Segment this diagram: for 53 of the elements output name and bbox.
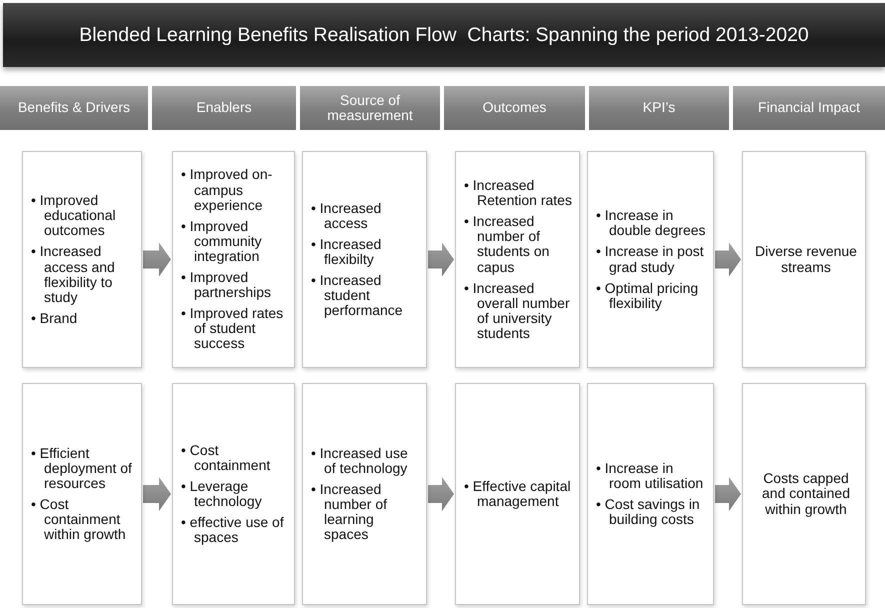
bullet-item: • Improved community integration — [181, 218, 263, 264]
bullet-item: • Leverage technology — [181, 478, 263, 510]
bullet-item: • Effective capital management — [464, 478, 572, 510]
bullet-item: • Cost containment — [181, 442, 272, 473]
flow-arrow — [715, 477, 741, 511]
bullet-item: • effective use of spaces — [181, 515, 285, 546]
content-card — [302, 383, 427, 605]
flow-arrow — [715, 242, 741, 276]
flow-arrow — [143, 477, 171, 511]
bullet-item: • Efficient deployment of resources — [31, 446, 133, 491]
bullet-item: • Increase in room utilisation — [596, 460, 704, 491]
bullet-item: • Brand — [31, 310, 78, 326]
content-card — [302, 151, 427, 368]
bullet-item: • Increased Retention rates — [464, 178, 573, 208]
bullet-item: • Increased number of learning spaces — [311, 482, 388, 542]
bullet-item: • Optimal pricing flexibility — [596, 280, 700, 311]
bullet-item: • Increased number of students on capus — [464, 214, 550, 275]
column-header: Enablers — [152, 86, 296, 130]
bullet-item: • Improved partnerships — [181, 270, 272, 300]
column-header: Outcomes — [444, 86, 585, 130]
title-banner: Blended Learning Benefits Realisation Flow Charts: Spanning the period 2013-2020 — [3, 3, 885, 67]
content-card — [455, 151, 580, 368]
flow-arrow — [428, 242, 454, 276]
content-card — [172, 151, 295, 368]
bullet-item: • Increase in double degrees — [596, 208, 707, 238]
bullet-item: • Increased access and flexibility to study — [31, 244, 116, 305]
content-card — [587, 151, 714, 368]
bullet-item: • Increased flexibilty — [311, 236, 382, 268]
card-text: Costs capped and contained within growth — [761, 471, 851, 517]
bullet-item: • Increase in post grad study — [596, 244, 705, 275]
content-card — [455, 383, 580, 605]
content-card — [22, 383, 142, 605]
bullet-item: • Cost savings in building costs — [596, 497, 701, 528]
column-header: Financial Impact — [733, 86, 885, 130]
bullet-item: • Improved rates of student success — [181, 306, 284, 352]
card-text: Diverse revenue streams — [754, 244, 858, 275]
flow-arrow — [428, 477, 454, 511]
bullet-item: • Increased student performance — [311, 273, 404, 318]
content-card — [172, 383, 295, 605]
bullet-item: • Increased use of technology — [311, 446, 409, 476]
bullet-item: • Cost containment within growth — [31, 497, 127, 542]
bullet-item: • Increased access — [311, 200, 382, 231]
content-card — [742, 151, 866, 368]
content-card — [587, 383, 714, 605]
content-card — [22, 151, 142, 368]
flow-arrow — [143, 242, 171, 276]
column-header: Source of measurement — [300, 86, 440, 130]
bullet-item: • Improved educational outcomes — [31, 193, 117, 238]
column-header: KPI’s — [589, 86, 729, 130]
content-card — [742, 383, 866, 605]
bullet-item: • Increased overall number of university students — [464, 280, 571, 342]
column-header: Benefits & Drivers — [0, 86, 148, 130]
bullet-item: • Improved on-campus experience — [181, 167, 274, 213]
